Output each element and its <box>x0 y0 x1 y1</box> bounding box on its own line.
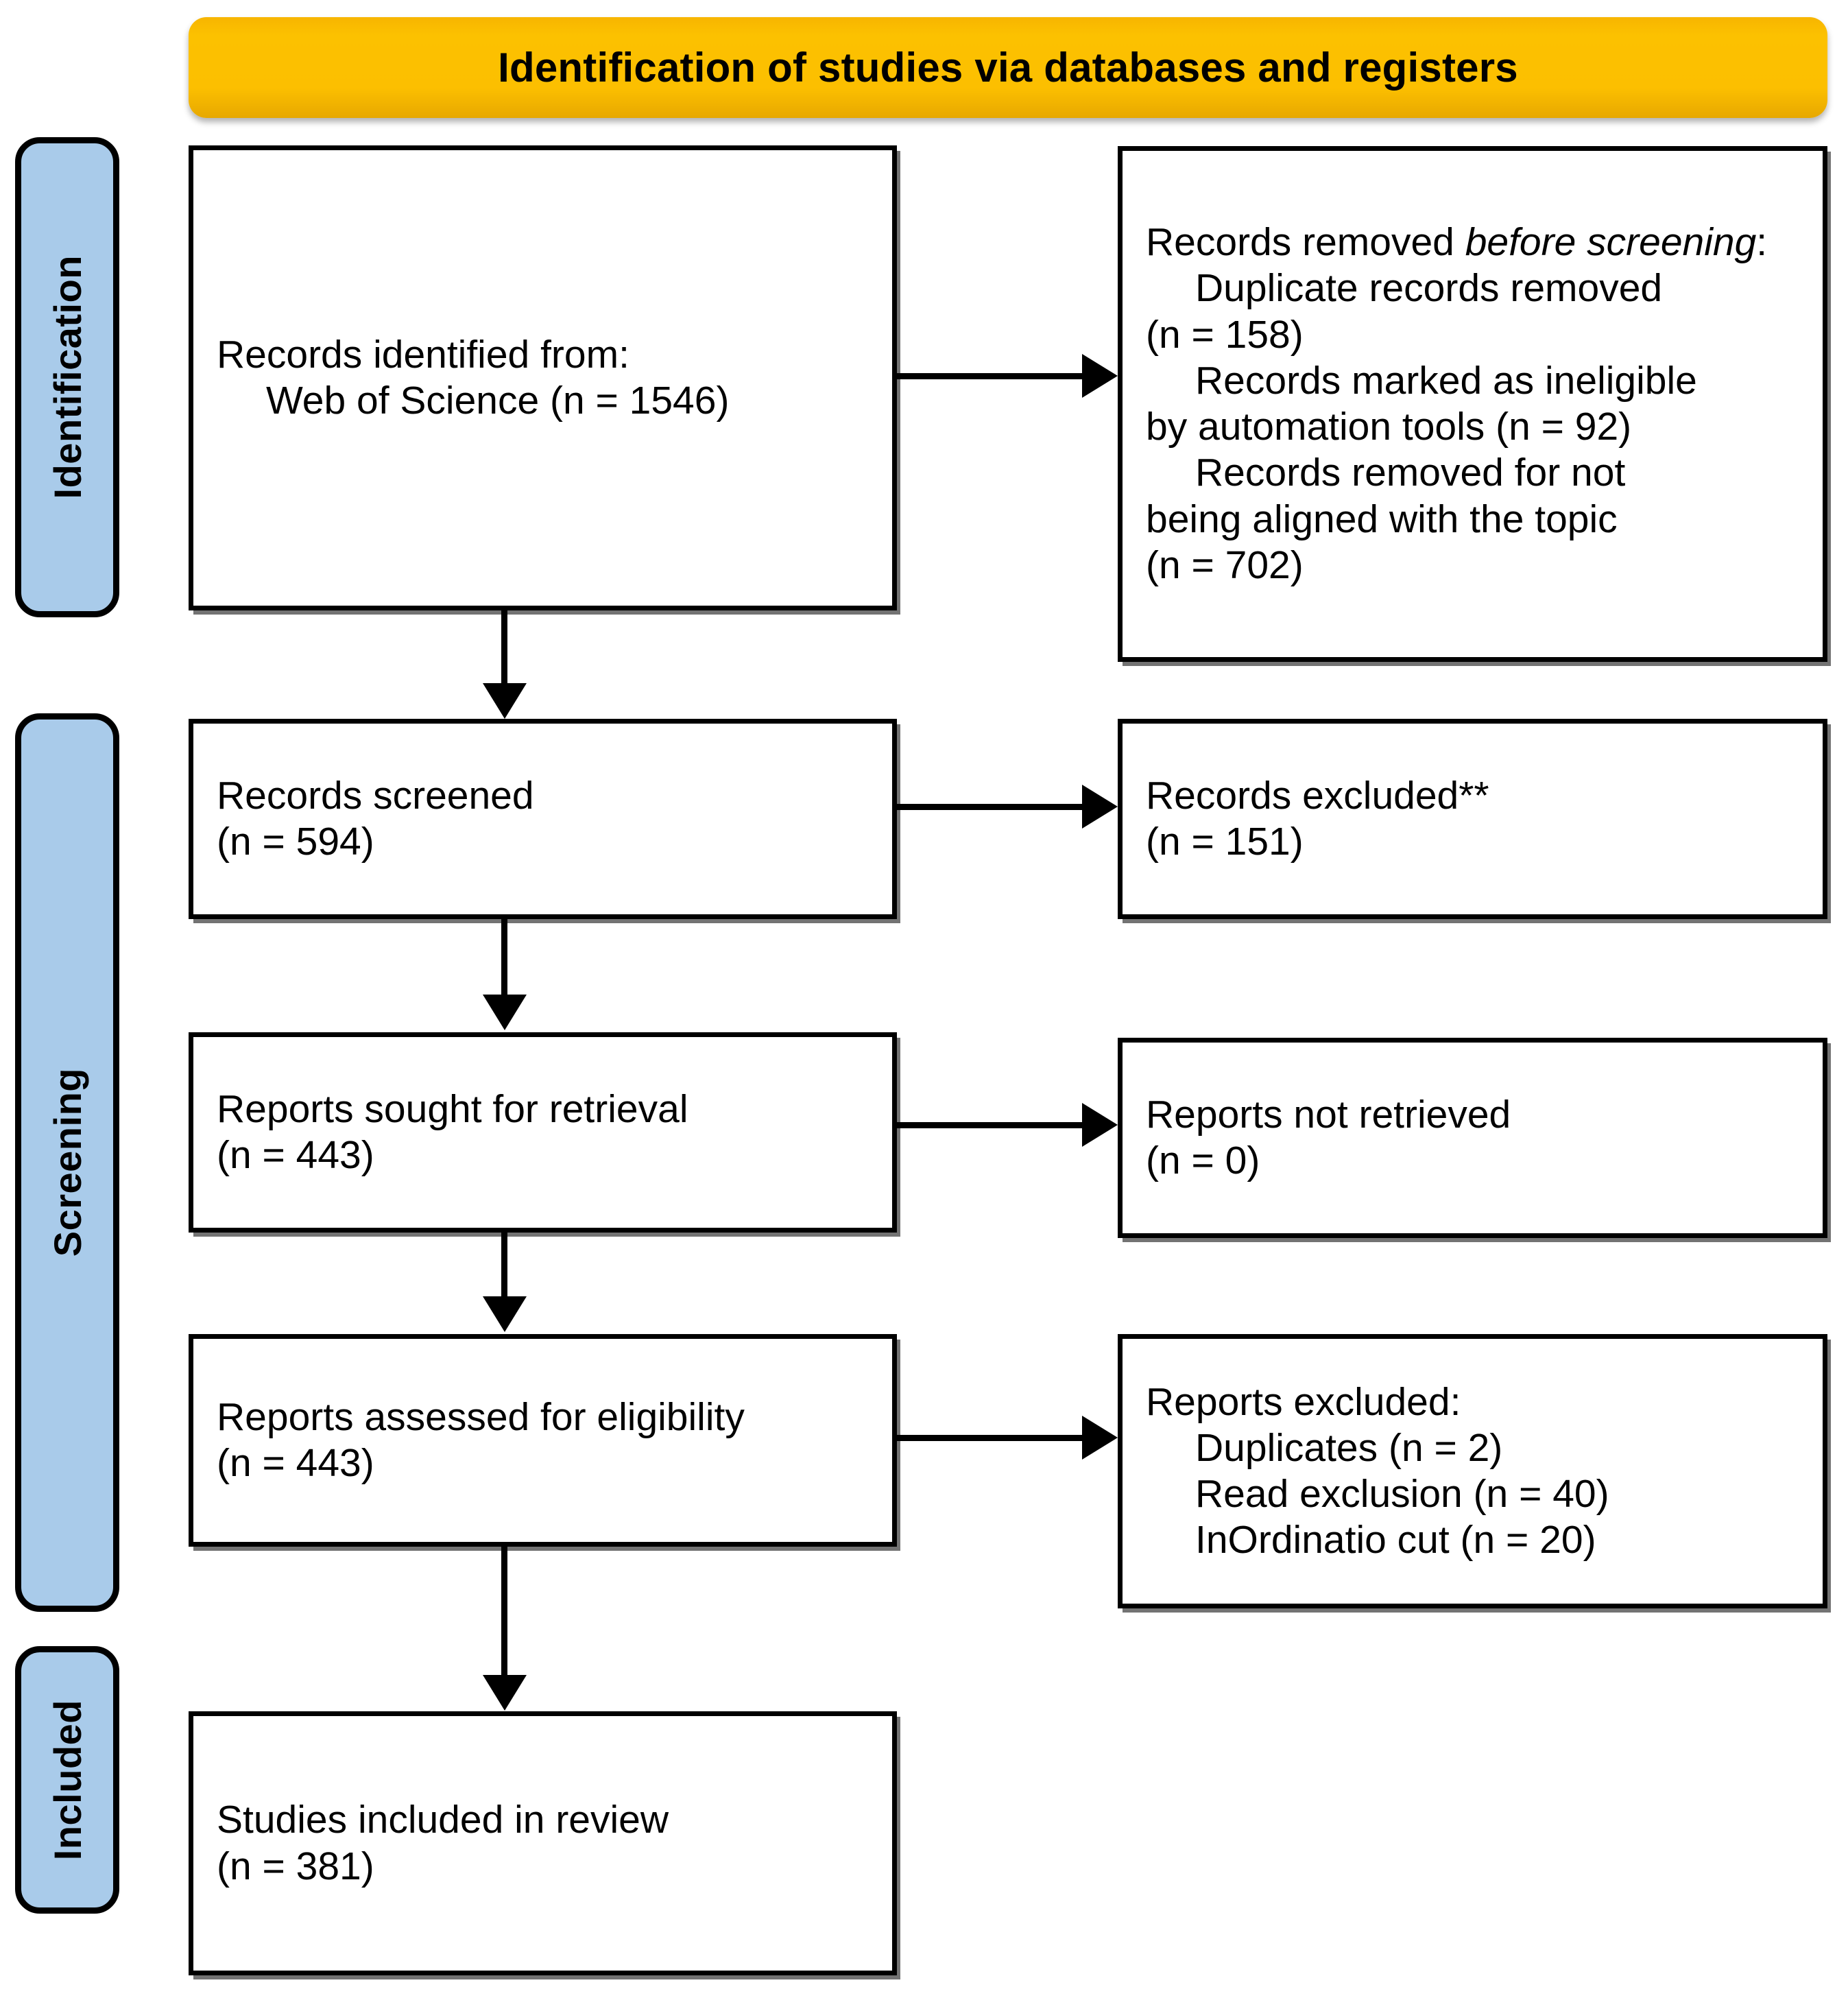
connector-sought-to-assessed <box>501 1233 507 1298</box>
stage-tab-screening-label: Screening <box>45 1068 89 1257</box>
records-removed-heading-colon: : <box>1756 220 1768 264</box>
reports-sought-line-2: (n = 443) <box>217 1133 374 1177</box>
diagram-title-banner: Identification of studies via databases … <box>189 17 1827 118</box>
connector-assessed-to-excluded <box>897 1435 1083 1441</box>
reports-sought-line-1: Reports sought for retrieval <box>217 1086 688 1131</box>
stage-tab-screening: Screening <box>15 713 119 1612</box>
reports-excluded-line-4: InOrdinatio cut (n = 20) <box>1195 1518 1596 1562</box>
studies-included-line-2: (n = 381) <box>217 1844 374 1888</box>
connector-screened-to-sought <box>501 919 507 997</box>
records-removed-line-5: Records removed for not <box>1195 451 1626 495</box>
stage-tab-identification: Identification <box>15 137 119 617</box>
records-removed-line-4: by automation tools (n = 92) <box>1146 405 1632 449</box>
reports-not-retrieved-line-1: Reports not retrieved <box>1146 1092 1511 1137</box>
diagram-title: Identification of studies via databases … <box>498 44 1518 91</box>
records-removed-line-6: being aligned with the topic <box>1146 497 1618 541</box>
node-records-identified: Records identified from: Web of Science … <box>189 145 897 610</box>
records-removed-line-1: Duplicate records removed <box>1195 266 1663 311</box>
reports-excluded-line-3: Read exclusion (n = 40) <box>1195 1472 1609 1516</box>
arrowhead-assessed-to-included <box>483 1675 527 1711</box>
records-identified-line-2: Web of Science (n = 1546) <box>266 379 730 423</box>
node-records-screened: Records screened (n = 594) <box>189 719 897 919</box>
records-removed-line-2: (n = 158) <box>1146 312 1304 357</box>
records-excluded-line-2: (n = 151) <box>1146 820 1304 864</box>
records-excluded-line-1: Records excluded** <box>1146 773 1489 818</box>
arrowhead-identified-to-screened <box>483 683 527 719</box>
stage-tab-included: Included <box>15 1646 119 1914</box>
node-reports-assessed: Reports assessed for eligibility (n = 44… <box>189 1334 897 1547</box>
records-removed-heading-italic: before screening <box>1465 220 1757 264</box>
node-records-excluded: Records excluded** (n = 151) <box>1118 719 1827 919</box>
records-removed-heading: Records removed before screening: <box>1146 219 1799 265</box>
arrowhead-identified-to-removed <box>1082 354 1118 398</box>
records-removed-line-7: (n = 702) <box>1146 543 1304 587</box>
stage-tab-identification-label: Identification <box>45 255 89 499</box>
arrowhead-sought-to-not-retrieved <box>1082 1103 1118 1147</box>
node-studies-included: Studies included in review (n = 381) <box>189 1711 897 1975</box>
connector-identified-to-removed <box>897 373 1083 379</box>
records-screened-line-2: (n = 594) <box>217 820 374 864</box>
connector-identified-to-screened <box>501 610 507 686</box>
connector-screened-to-excluded <box>897 804 1083 810</box>
records-identified-line-1: Records identified from: <box>217 332 629 377</box>
records-removed-heading-plain: Records removed <box>1146 220 1465 264</box>
studies-included-line-1: Studies included in review <box>217 1798 669 1842</box>
arrowhead-screened-to-sought <box>483 995 527 1030</box>
node-records-removed-before-screening: Records removed before screening: Duplic… <box>1118 146 1827 662</box>
reports-excluded-line-2: Duplicates (n = 2) <box>1195 1425 1503 1470</box>
node-reports-sought: Reports sought for retrieval (n = 443) <box>189 1032 897 1233</box>
arrowhead-assessed-to-excluded <box>1082 1416 1118 1460</box>
reports-assessed-line-1: Reports assessed for eligibility <box>217 1394 745 1439</box>
node-reports-excluded: Reports excluded: Duplicates (n = 2) Rea… <box>1118 1334 1827 1608</box>
arrowhead-screened-to-excluded <box>1082 785 1118 829</box>
connector-assessed-to-included <box>501 1547 507 1677</box>
node-reports-not-retrieved: Reports not retrieved (n = 0) <box>1118 1038 1827 1238</box>
stage-tab-included-label: Included <box>45 1699 89 1861</box>
records-removed-line-3: Records marked as ineligible <box>1195 358 1697 403</box>
records-screened-line-1: Records screened <box>217 773 534 818</box>
reports-not-retrieved-line-2: (n = 0) <box>1146 1139 1260 1182</box>
connector-sought-to-not-retrieved <box>897 1122 1083 1128</box>
reports-excluded-line-1: Reports excluded: <box>1146 1379 1461 1424</box>
reports-assessed-line-2: (n = 443) <box>217 1441 374 1485</box>
arrowhead-sought-to-assessed <box>483 1296 527 1332</box>
